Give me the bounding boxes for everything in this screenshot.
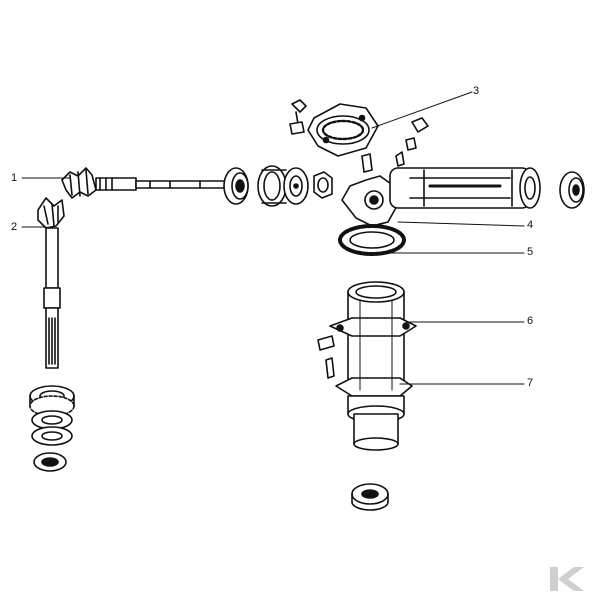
callout-4: 4 (527, 219, 534, 231)
lock-nut (313, 171, 333, 199)
small-bolts (289, 99, 429, 173)
leader-line-3 (371, 91, 473, 129)
horizontal-shaft-part (61, 167, 249, 205)
mounting-plate-part (307, 103, 379, 157)
callout-7: 7 (527, 377, 534, 389)
brand-logo (550, 567, 584, 591)
callout-1: 1 (11, 172, 18, 184)
callout-6: 6 (527, 315, 534, 327)
bearing-cups (257, 165, 309, 207)
bearing-stack (29, 385, 75, 472)
callout-3: 3 (473, 85, 480, 97)
vertical-shaft-part (37, 197, 65, 369)
leader-line-4 (397, 221, 525, 227)
vertical-housing-part (329, 281, 417, 451)
gearbox-housing-part (341, 167, 541, 227)
chain-coupling-part (338, 224, 406, 256)
housing-screw (317, 335, 335, 379)
callout-5: 5 (527, 246, 534, 258)
callout-2: 2 (11, 221, 18, 233)
end-bearing (559, 171, 585, 209)
leader-lines (21, 91, 525, 385)
bottom-seal (351, 483, 389, 511)
